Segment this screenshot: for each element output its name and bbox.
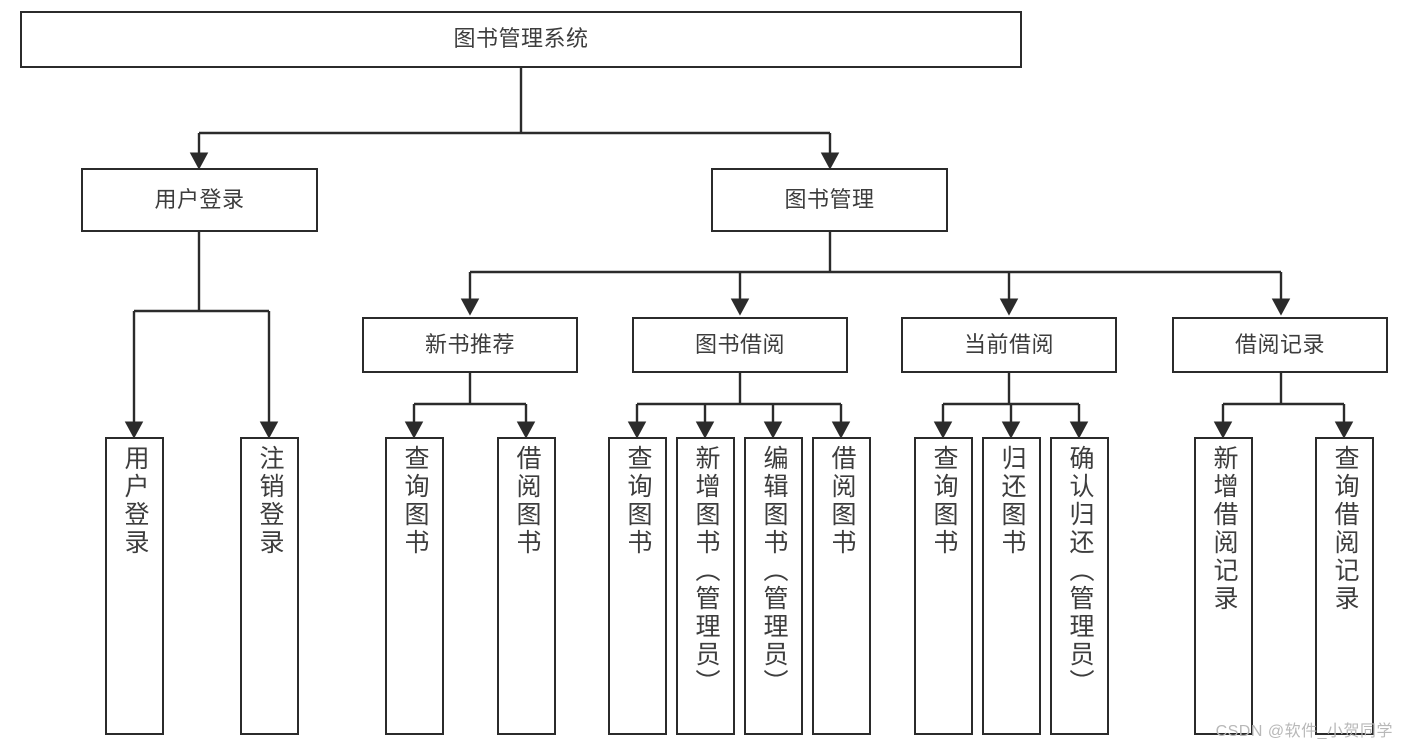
node-book-borrow[interactable]: 图书借阅 (632, 317, 848, 373)
node-leaf-return-book[interactable]: 归还图书 (982, 437, 1041, 735)
node-borrow-record[interactable]: 借阅记录 (1172, 317, 1388, 373)
node-leaf-query-record[interactable]: 查询借阅记录 (1315, 437, 1374, 735)
node-new-book-recommend[interactable]: 新书推荐 (362, 317, 578, 373)
node-leaf-logout-login[interactable]: 注销登录 (240, 437, 299, 735)
node-leaf-user-login[interactable]: 用户登录 (105, 437, 164, 735)
node-leaf-borrow-book-2-label: 借阅图书 (828, 445, 856, 557)
node-leaf-borrow-book-2[interactable]: 借阅图书 (812, 437, 871, 735)
node-user-login-label: 用户登录 (154, 186, 245, 212)
node-user-login[interactable]: 用户登录 (81, 168, 318, 232)
node-leaf-query-book-2[interactable]: 查询图书 (608, 437, 667, 735)
node-leaf-confirm-return-label: 确认归还（管理员） (1066, 445, 1094, 697)
node-leaf-query-book-3[interactable]: 查询图书 (914, 437, 973, 735)
node-leaf-query-record-label: 查询借阅记录 (1331, 445, 1359, 613)
node-root[interactable]: 图书管理系统 (20, 11, 1022, 68)
node-current-borrow[interactable]: 当前借阅 (901, 317, 1117, 373)
node-leaf-add-book-label: 新增图书（管理员） (692, 445, 720, 697)
node-leaf-add-record[interactable]: 新增借阅记录 (1194, 437, 1253, 735)
node-borrow-record-label: 借阅记录 (1234, 331, 1325, 357)
node-leaf-query-book-1[interactable]: 查询图书 (385, 437, 444, 735)
node-leaf-borrow-book-1[interactable]: 借阅图书 (497, 437, 556, 735)
node-book-borrow-label: 图书借阅 (694, 331, 785, 357)
node-leaf-query-book-3-label: 查询图书 (930, 445, 958, 557)
node-leaf-edit-book-label: 编辑图书（管理员） (760, 445, 788, 697)
node-leaf-confirm-return[interactable]: 确认归还（管理员） (1050, 437, 1109, 735)
node-leaf-borrow-book-1-label: 借阅图书 (513, 445, 541, 557)
node-new-book-recommend-label: 新书推荐 (424, 331, 515, 357)
node-book-management-label: 图书管理 (784, 186, 875, 212)
node-root-label: 图书管理系统 (453, 26, 589, 52)
node-leaf-add-book[interactable]: 新增图书（管理员） (676, 437, 735, 735)
node-current-borrow-label: 当前借阅 (963, 331, 1054, 357)
node-leaf-user-login-label: 用户登录 (121, 445, 149, 557)
node-leaf-edit-book[interactable]: 编辑图书（管理员） (744, 437, 803, 735)
node-leaf-query-book-2-label: 查询图书 (624, 445, 652, 557)
node-leaf-logout-login-label: 注销登录 (256, 445, 284, 557)
node-book-management[interactable]: 图书管理 (711, 168, 948, 232)
node-leaf-query-book-1-label: 查询图书 (401, 445, 429, 557)
node-leaf-add-record-label: 新增借阅记录 (1210, 445, 1238, 613)
node-leaf-return-book-label: 归还图书 (998, 445, 1026, 557)
